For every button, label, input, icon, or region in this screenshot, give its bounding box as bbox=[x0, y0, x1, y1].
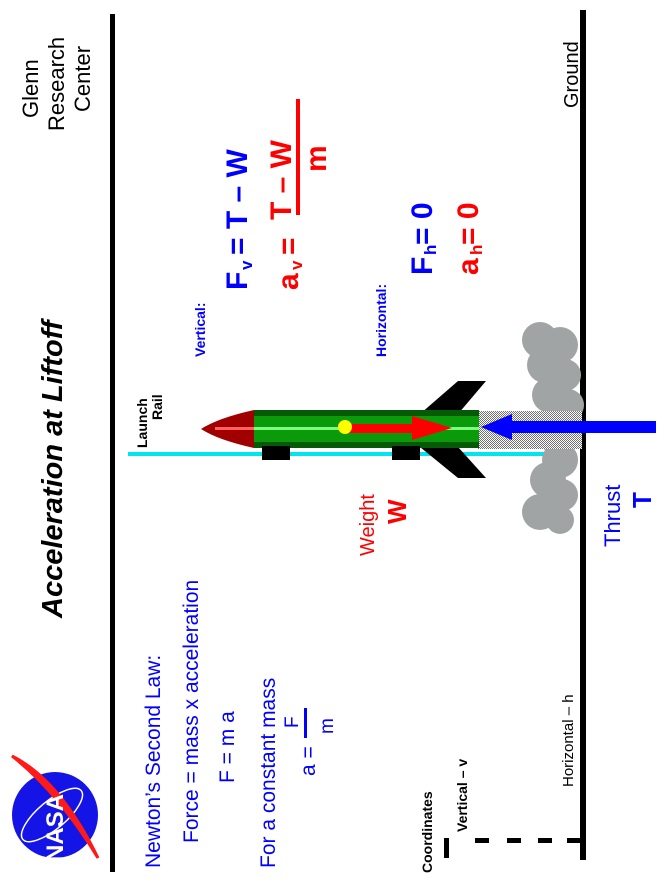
svg-text:= 0: = 0 bbox=[452, 202, 485, 245]
coordinates-legend: Coordinates Vertical – v Horizontal – h bbox=[419, 694, 580, 873]
svg-text:h: h bbox=[421, 245, 440, 255]
launch-rail-label: Launch bbox=[134, 398, 150, 448]
launch-rail bbox=[128, 452, 548, 456]
nasa-logo: NASA bbox=[11, 754, 100, 862]
ground-line bbox=[580, 10, 586, 860]
svg-text:NASA: NASA bbox=[42, 794, 69, 862]
org-name: Glenn Research Center bbox=[18, 37, 95, 131]
svg-text:=: = bbox=[272, 237, 305, 255]
horizontal-equations: Horizontal: F h = 0 a h = 0 bbox=[373, 202, 486, 357]
vertical-equations: Vertical: F v = T – W a v = T – W m bbox=[192, 99, 333, 357]
thrust-label: Thrust bbox=[600, 485, 625, 547]
weight-symbol: W bbox=[382, 499, 412, 524]
title-divider bbox=[110, 14, 115, 872]
svg-text:v: v bbox=[237, 260, 256, 270]
page-title: Acceleration at Liftoff bbox=[37, 317, 69, 619]
svg-text:Vertical:: Vertical: bbox=[192, 303, 208, 357]
svg-text:m: m bbox=[300, 145, 333, 172]
svg-text:Vertical – v: Vertical – v bbox=[454, 759, 470, 832]
thrust-symbol: T bbox=[627, 492, 657, 508]
svg-text:F: F bbox=[406, 257, 439, 275]
svg-text:F: F bbox=[221, 272, 254, 290]
ground-label: Ground bbox=[561, 41, 583, 108]
svg-text:= 0: = 0 bbox=[406, 202, 439, 245]
weight-label: Weight bbox=[357, 494, 379, 556]
svg-text:m: m bbox=[317, 718, 338, 734]
svg-text:Coordinates: Coordinates bbox=[419, 791, 435, 873]
svg-text:a =: a = bbox=[297, 746, 320, 776]
svg-text:a: a bbox=[272, 273, 305, 290]
svg-text:Newton’s Second Law:: Newton’s Second Law: bbox=[142, 655, 165, 868]
svg-text:F = m a: F = m a bbox=[216, 711, 239, 783]
svg-text:a: a bbox=[452, 258, 485, 275]
svg-text:h: h bbox=[467, 245, 486, 255]
svg-text:Glenn: Glenn bbox=[18, 59, 43, 118]
svg-text:= T – W: = T – W bbox=[221, 148, 254, 255]
newton-law-block: Newton’s Second Law: Force = mass x acce… bbox=[142, 580, 338, 868]
weight-arrow bbox=[338, 416, 452, 440]
svg-text:For a constant mass: For a constant mass bbox=[257, 678, 280, 868]
svg-text:T – W: T – W bbox=[265, 139, 298, 220]
launch-rail-label-2: Rail bbox=[149, 394, 165, 420]
svg-text:v: v bbox=[287, 260, 306, 270]
thrust-arrow bbox=[481, 414, 656, 440]
svg-text:Force = mass x acceleration: Force = mass x acceleration bbox=[180, 580, 203, 843]
svg-text:Horizontal:: Horizontal: bbox=[373, 284, 389, 357]
svg-text:Research: Research bbox=[44, 37, 69, 131]
svg-text:Horizontal – h: Horizontal – h bbox=[560, 694, 577, 787]
svg-text:Center: Center bbox=[70, 46, 95, 112]
svg-text:F: F bbox=[282, 716, 303, 728]
